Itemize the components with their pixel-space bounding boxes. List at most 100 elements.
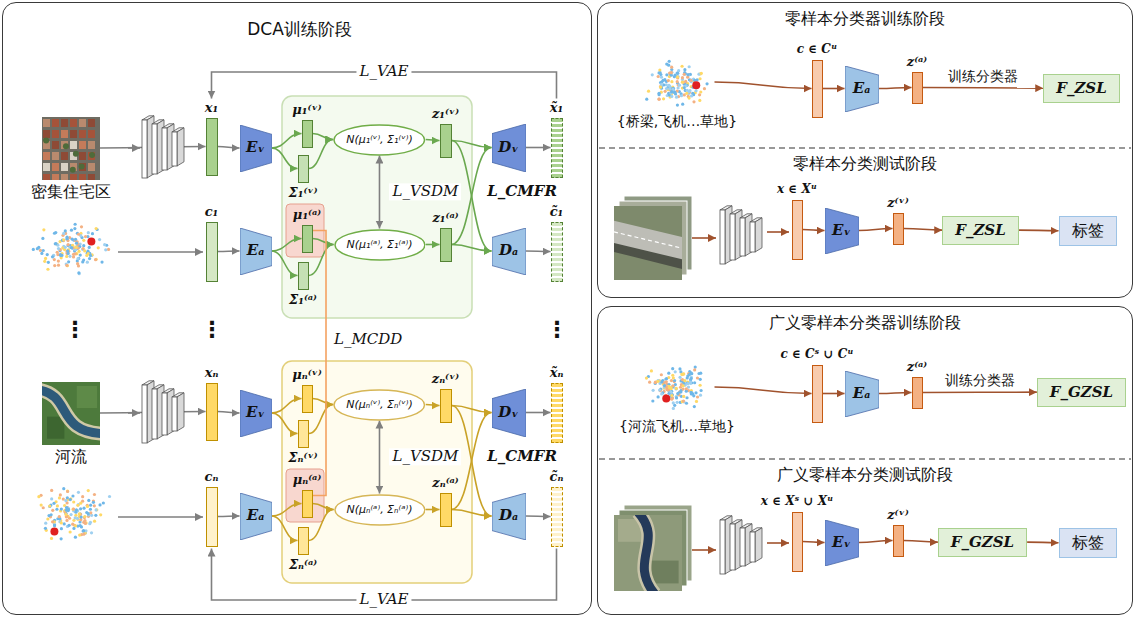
cloud-dot — [670, 393, 673, 396]
cnn-layer — [740, 218, 745, 256]
cloud-dot — [63, 522, 66, 525]
feature-vector: xₙ — [206, 383, 218, 441]
cloud-dot — [87, 512, 90, 515]
cloud-dot — [76, 504, 79, 507]
cloud-marker — [662, 394, 670, 402]
cloud-dot — [693, 368, 696, 371]
cloud-dot — [675, 400, 678, 403]
roof — [70, 119, 77, 127]
roof — [61, 174, 68, 180]
cloud-dot — [64, 513, 67, 516]
connector — [272, 413, 298, 434]
cloud-dot — [82, 529, 85, 532]
connector — [313, 239, 334, 245]
feature-vector: c ∈ Cᵘ — [812, 60, 823, 118]
cloud-dot — [102, 501, 105, 504]
cloud-dot — [91, 232, 94, 235]
connector — [272, 399, 302, 414]
cloud-dot — [670, 65, 673, 68]
cloud-dot — [88, 257, 91, 260]
cloud-dot — [659, 85, 662, 88]
roof — [70, 141, 77, 149]
vector-label: μₙ⁽ᵃ⁾ — [293, 473, 322, 488]
cloud-dot — [683, 379, 686, 382]
cnn-layer — [755, 218, 762, 252]
feature-vector: c̃ₙ — [551, 487, 563, 547]
cloud-dot — [77, 257, 80, 260]
connector — [923, 87, 1044, 89]
network-block: Eᵥ — [825, 520, 859, 566]
cloud-dot — [64, 246, 67, 249]
vector-label: x̃₁ — [550, 101, 563, 116]
cloud-dot — [41, 237, 44, 240]
feature-vector: μ₁⁽ᵃ⁾ — [302, 225, 313, 253]
connector — [823, 393, 845, 395]
cloud-dot — [689, 390, 692, 393]
cloud-dot — [670, 94, 673, 97]
connector — [715, 82, 812, 89]
vector-label: zₙ⁽ᵃ⁾ — [432, 476, 458, 491]
cloud-dot — [699, 71, 702, 74]
stage-panel: {河流飞机…草地}c ∈ Cˢ ∪ CᵘEₐz⁽ᵃ⁾F_GZSLx ∈ Xˢ ∪… — [597, 306, 1133, 615]
block-label: Eₐ — [853, 385, 871, 402]
cloud-dot — [673, 92, 676, 95]
cloud-dot — [72, 507, 75, 510]
loss-label: L_CMFR — [487, 183, 557, 200]
field — [651, 561, 678, 584]
cloud-dot — [82, 533, 85, 536]
cloud-dot — [62, 232, 65, 235]
block-outline — [492, 124, 526, 172]
cloud-dot — [95, 227, 98, 230]
panel-title: DCA训练阶段 — [247, 20, 352, 40]
connector — [923, 391, 1037, 393]
cloud-dot — [50, 489, 53, 492]
cloud-dot — [66, 237, 69, 240]
cloud-dot — [658, 389, 661, 392]
feature-vector: c̃₁ — [551, 222, 563, 282]
cnn-layer — [172, 397, 177, 431]
cloud-dot — [656, 74, 659, 77]
feature-vector: cₙ — [206, 487, 218, 547]
tree — [72, 150, 78, 156]
cloud-dot — [48, 504, 51, 507]
roof — [88, 174, 95, 180]
cloud-dot — [60, 521, 63, 524]
cloud-dot — [70, 229, 73, 232]
image-picture — [640, 55, 715, 110]
cloud-dot — [688, 380, 691, 383]
cloud-dot — [665, 387, 668, 390]
cloud-marker — [692, 81, 700, 89]
image-node: {桥梁,飞机…草地} — [640, 55, 715, 110]
result-box: F_ZSL — [1043, 74, 1119, 103]
network-block: Dₐ — [492, 493, 526, 540]
connector — [272, 148, 298, 169]
cloud-dot — [65, 264, 68, 267]
cloud-dot — [673, 73, 676, 76]
cloud-dot — [58, 496, 61, 499]
cloud-dot — [661, 78, 664, 81]
cloud-dot — [698, 383, 701, 386]
section-divider — [599, 458, 1131, 459]
roof — [43, 130, 50, 138]
cnn-layer — [177, 393, 184, 431]
cloud-dot — [677, 83, 680, 86]
gaussian-ellipse: N(μₙ⁽ᵛ⁾, Σₙ⁽ᵛ⁾) — [333, 389, 425, 421]
cnn-layer — [142, 120, 147, 178]
cloud-dot — [698, 98, 701, 101]
connector — [823, 88, 845, 90]
image-caption: {河流飞机…草地} — [619, 418, 735, 434]
cloud-dot — [693, 365, 696, 368]
flow-arrow — [767, 231, 789, 233]
feature-vector: z₁⁽ᵃ⁾ — [440, 228, 452, 262]
vector-label: x̃ₙ — [550, 366, 564, 381]
gaussian-ellipse: N(μₙ⁽ᵃ⁾, Σₙ⁽ᵃ⁾) — [334, 494, 426, 526]
cloud-dot — [79, 507, 82, 510]
cloud-dot — [71, 508, 74, 511]
box-label: F_GZSL — [951, 534, 1014, 551]
cloud-dot — [657, 91, 660, 94]
connector — [526, 515, 551, 517]
panel-title: 零样本分类测试阶段 — [793, 155, 937, 173]
network-block: Eᵥ — [240, 125, 272, 172]
image-picture — [640, 360, 715, 415]
